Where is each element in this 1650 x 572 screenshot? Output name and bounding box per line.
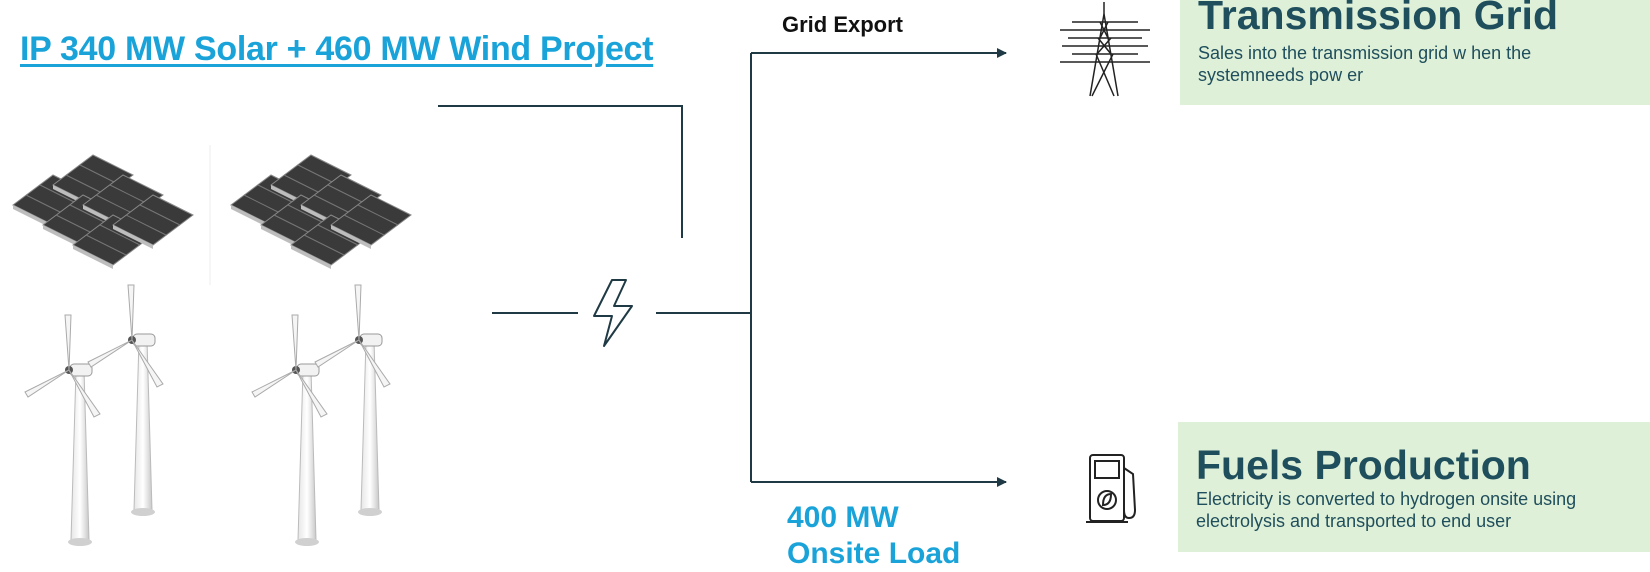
project-title[interactable]: IP 340 MW Solar + 460 MW Wind Project: [20, 30, 654, 68]
onsite-load-label: 400 MW Onsite Load: [787, 500, 960, 572]
onsite-load-value: 400 MW: [787, 501, 899, 534]
fuels-production-description: Electricity is converted to hydrogen ons…: [1196, 489, 1577, 531]
fuels-production-title: Fuels Production: [1196, 442, 1531, 488]
project-connector-line: [438, 105, 683, 238]
transmission-grid-box: Transmission Grid Sales into the transmi…: [1180, 0, 1650, 105]
onsite-load-caption: Onsite Load: [787, 537, 961, 570]
fuels-production-box: Fuels Production Electricity is converte…: [1178, 422, 1650, 552]
solar-panel-icon: [209, 145, 411, 285]
lightning-bolt-icon: [593, 279, 633, 347]
fuel-pump-icon: [1086, 454, 1137, 523]
wind-turbine-icon: [24, 284, 164, 547]
solar-panel-icon: [5, 145, 205, 285]
grid-export-label: Grid Export: [782, 12, 904, 37]
transmission-grid-title: Transmission Grid: [1198, 0, 1558, 38]
wind-turbine-icon: [251, 284, 391, 547]
transmission-tower-icon: [1060, 2, 1150, 97]
transmission-grid-description: Sales into the transmission grid w hen t…: [1198, 43, 1532, 85]
